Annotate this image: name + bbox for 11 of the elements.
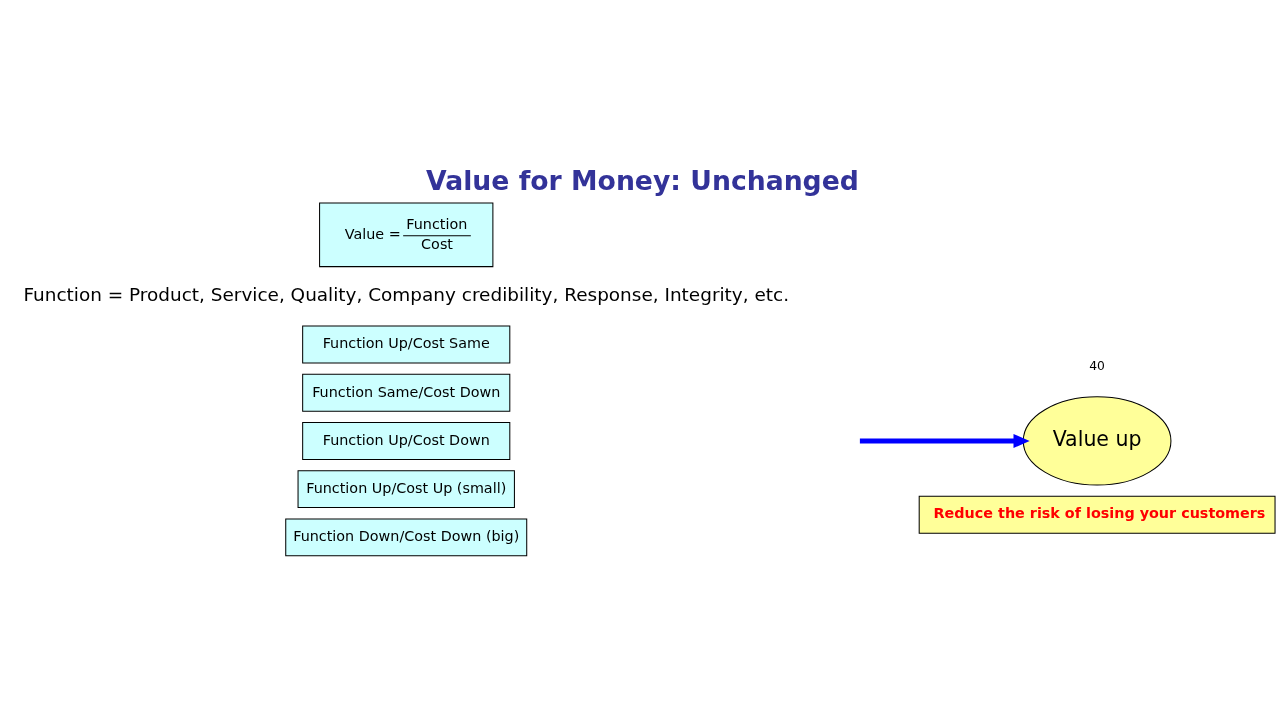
arrow xyxy=(859,433,1030,448)
diagram-title: Value for Money: Unchanged xyxy=(426,164,859,196)
node-ellipse: Value up xyxy=(1022,395,1172,486)
node-box: Function Same/Cost Down xyxy=(302,373,511,412)
label: Function = Product, Service, Quality, Company credibility, Response, Integrity, etc. xyxy=(23,283,790,305)
node-box: Function Down/Cost Down (big) xyxy=(285,517,528,556)
node-box: Function Up/Cost Down xyxy=(302,421,511,460)
node-box: Function Up/Cost Up (small) xyxy=(297,469,515,508)
node-box: Reduce the risk of losing your customers xyxy=(918,495,1276,534)
node-box: Function Up/Cost Same xyxy=(302,325,511,364)
label: 40 xyxy=(1089,358,1105,373)
